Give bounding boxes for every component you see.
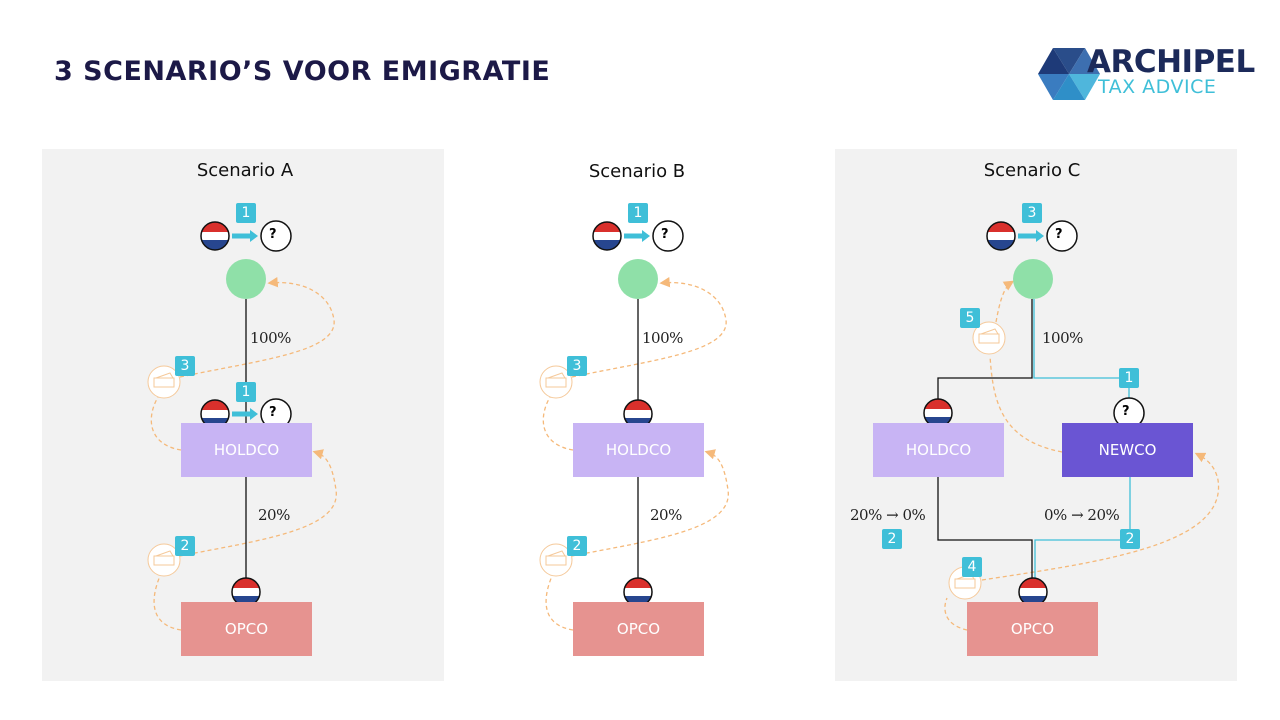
step-badge: 2 [175,536,195,556]
ownership-percentage: 100% [1042,329,1083,347]
opco-box: OPCO [181,602,312,656]
scenario-a-title: Scenario A [196,160,294,181]
step-badge: 4 [962,557,982,577]
holdco-box: HOLDCO [573,423,704,477]
unknown-country-icon: ? [269,227,277,242]
ownership-change: 0% → 20% [1044,506,1120,524]
step-badge: 5 [960,308,980,328]
step-badge: 3 [1022,203,1042,223]
unknown-country-icon: ? [1055,227,1063,242]
unknown-country-icon: ? [661,227,669,242]
opco-box: OPCO [967,602,1098,656]
scenario-c-title: Scenario C [983,160,1081,181]
step-badge: 3 [567,356,587,376]
holdco-box: HOLDCO [873,423,1004,477]
ownership-percentage: 20% [258,506,290,524]
logo-hexagon-icon [1038,48,1100,100]
ownership-percentage: 20% [650,506,682,524]
unknown-country-icon: ? [269,405,277,420]
step-badge: 1 [628,203,648,223]
step-badge: 1 [236,382,256,402]
holdco-box: HOLDCO [181,423,312,477]
logo-subtitle: TAX ADVICE [1098,76,1217,98]
step-badge: 1 [1119,368,1139,388]
step-badge: 1 [236,203,256,223]
page-title: 3 SCENARIO’S VOOR EMIGRATIE [54,56,551,87]
step-badge: 3 [175,356,195,376]
step-badge: 2 [882,529,902,549]
scenario-b-title: Scenario B [588,161,686,182]
logo-name: ARCHIPEL [1087,44,1255,80]
opco-box: OPCO [573,602,704,656]
ownership-change: 20% → 0% [850,506,926,524]
step-badge: 2 [567,536,587,556]
step-badge: 2 [1120,529,1140,549]
ownership-percentage: 100% [642,329,683,347]
ownership-percentage: 100% [250,329,291,347]
newco-box: NEWCO [1062,423,1193,477]
unknown-country-icon: ? [1122,404,1130,419]
